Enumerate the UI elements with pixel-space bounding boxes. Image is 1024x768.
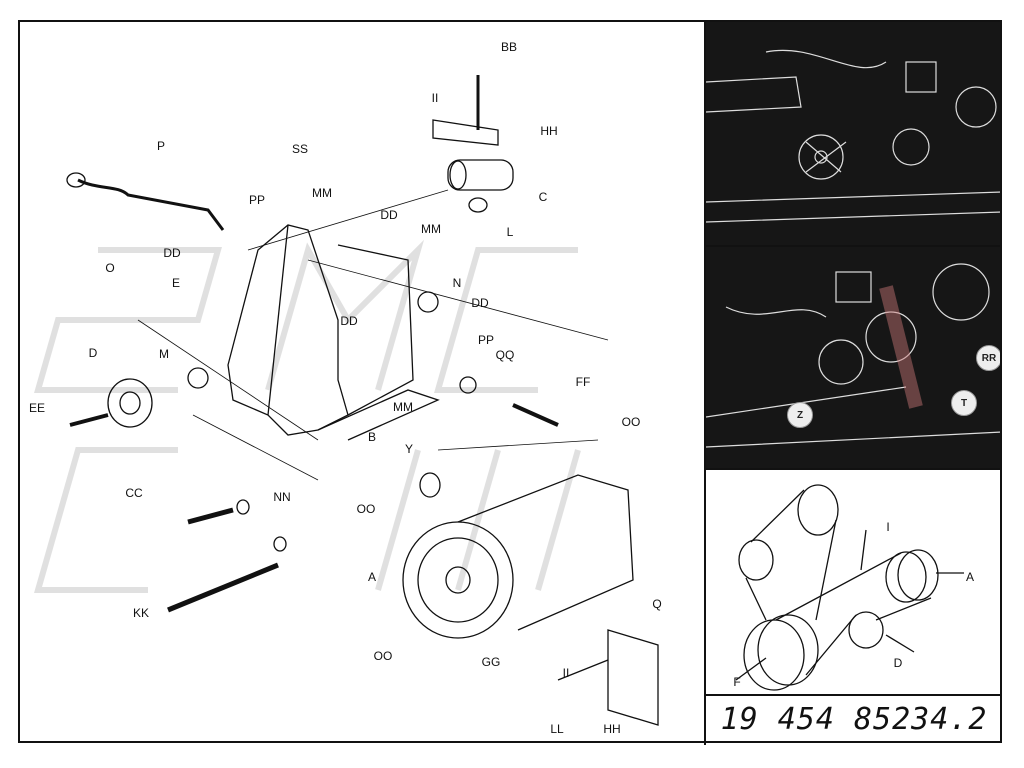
exploded-parts-diagram: BB II HH P SS C MM DD PP MM L DD O E N D… — [18, 20, 705, 745]
part-number: 19 454 85234.2 — [720, 702, 988, 737]
callout-z: Z — [787, 402, 813, 428]
label-ii: II — [431, 91, 439, 105]
engine-photo-bottom: Z T RR — [706, 247, 1002, 468]
label-kk: KK — [132, 606, 150, 620]
label-pp: PP — [477, 333, 495, 347]
label-b: B — [367, 430, 377, 444]
label-bb: BB — [500, 40, 518, 54]
label-p: P — [156, 139, 166, 153]
label-ee: EE — [28, 401, 46, 415]
label-l: L — [506, 225, 514, 239]
label-y: Y — [404, 442, 414, 456]
label-nn: NN — [273, 490, 291, 504]
label-m: M — [159, 347, 169, 361]
label-ss: SS — [291, 142, 309, 156]
callout-rr: RR — [976, 345, 1002, 371]
label-hh: HH — [603, 722, 621, 736]
photo-divider — [706, 245, 1002, 247]
label-oo: OO — [356, 502, 376, 516]
belt-label-i: I — [886, 520, 890, 534]
label-oo: OO — [621, 415, 641, 429]
label-ii: II — [562, 666, 570, 680]
partno-divider — [706, 694, 1002, 696]
label-ff: FF — [575, 375, 591, 389]
label-o: O — [105, 261, 115, 275]
label-mm: MM — [421, 222, 441, 236]
label-a: A — [367, 570, 377, 584]
parts-line-art — [34, 75, 659, 726]
label-gg: GG — [481, 655, 501, 669]
label-oo: OO — [373, 649, 393, 663]
photo-divider — [706, 468, 1002, 470]
label-n: N — [452, 276, 462, 290]
label-dd: DD — [471, 296, 489, 310]
belt-label-a: A — [965, 570, 975, 584]
belt-label-d: D — [893, 656, 903, 670]
label-hh: HH — [540, 124, 558, 138]
label-e: E — [171, 276, 181, 290]
panel-divider — [704, 20, 706, 745]
callout-t: T — [951, 390, 977, 416]
label-mm: MM — [393, 400, 413, 414]
label-dd: DD — [163, 246, 181, 260]
label-pp: PP — [248, 193, 266, 207]
label-cc: CC — [125, 486, 143, 500]
belt-routing-diagram: I A D F — [706, 470, 1002, 694]
belt-label-f: F — [733, 675, 741, 689]
page-frame — [18, 20, 1002, 743]
label-c: C — [538, 190, 548, 204]
label-mm: MM — [312, 186, 332, 200]
label-d: D — [88, 346, 98, 360]
label-q: Q — [652, 597, 662, 611]
label-dd: DD — [340, 314, 358, 328]
engine-photo-top — [706, 22, 1002, 245]
label-dd: DD — [380, 208, 398, 222]
label-ll: LL — [550, 722, 564, 736]
label-qq: QQ — [495, 348, 515, 362]
